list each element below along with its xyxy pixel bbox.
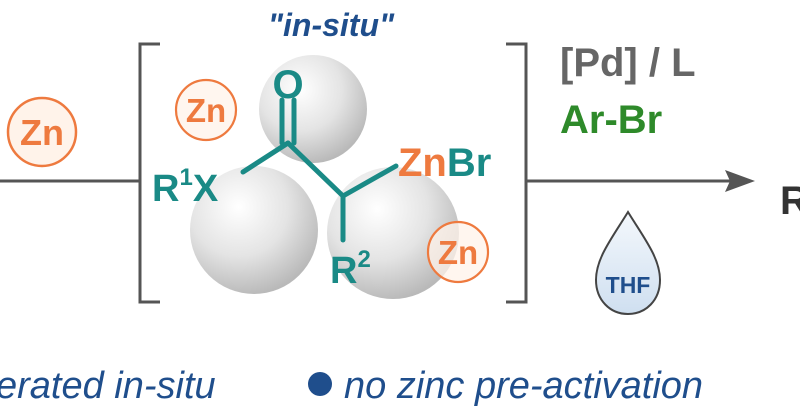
bracket-left bbox=[138, 42, 160, 304]
zinc-label: Zn bbox=[186, 92, 226, 129]
zinc-label: Zn bbox=[20, 112, 64, 153]
zinc-bromide: ZnBr bbox=[398, 141, 491, 185]
in-situ-label: "in-situ" bbox=[268, 7, 395, 43]
solvent-label: THF bbox=[606, 272, 651, 298]
footer-right: no zinc pre-activation bbox=[344, 365, 703, 407]
catalyst-label: [Pd] / L bbox=[560, 41, 696, 85]
zinc-particle-inner-left: Zn bbox=[174, 78, 238, 142]
sphere-right bbox=[327, 167, 459, 299]
zinc-particle-inner-right: Zn bbox=[426, 220, 490, 284]
bracket-right bbox=[506, 42, 528, 304]
product-label-partial: R bbox=[780, 179, 800, 223]
reaction-arrow-head bbox=[725, 170, 755, 192]
oxygen-atom: O bbox=[272, 63, 303, 107]
zinc-particle-left: Zn bbox=[6, 96, 78, 168]
sphere-left bbox=[190, 166, 318, 294]
r1-group: R1X bbox=[152, 164, 219, 210]
solvent-drop: THF bbox=[594, 210, 662, 316]
aryl-bromide-label: Ar-Br bbox=[560, 98, 662, 142]
zinc-label: Zn bbox=[438, 234, 478, 271]
molecule-bonds bbox=[240, 97, 399, 243]
bullet-dot bbox=[308, 372, 332, 396]
sphere-top bbox=[259, 55, 367, 163]
footer-left: erated in-situ bbox=[0, 365, 216, 407]
r2-group: R2 bbox=[330, 246, 371, 292]
